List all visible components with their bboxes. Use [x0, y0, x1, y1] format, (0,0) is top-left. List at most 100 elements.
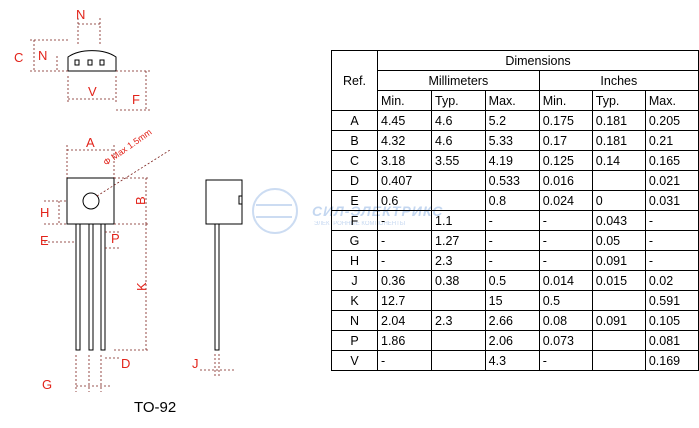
value-cell: 0.08	[538, 310, 593, 331]
value-cell: 0.05	[591, 230, 646, 251]
value-cell: -	[376, 250, 433, 271]
header-in-typ: Typ.	[591, 90, 646, 111]
value-cell: -	[538, 210, 593, 231]
header-in-min: Min.	[538, 90, 593, 111]
value-cell: 0.021	[644, 170, 699, 191]
front-view	[66, 177, 115, 351]
value-cell: 15	[484, 290, 540, 311]
dim-a: A	[86, 135, 95, 150]
table-row: F-1.1--0.043-	[331, 210, 699, 231]
ref-cell: P	[331, 330, 378, 351]
value-cell: 0.14	[591, 150, 646, 171]
value-cell	[591, 170, 646, 191]
ref-cell: G	[331, 230, 378, 251]
value-cell: 0.105	[644, 310, 699, 331]
value-cell: 0.533	[484, 170, 540, 191]
dim-c: C	[14, 50, 23, 65]
value-cell: 0.015	[591, 270, 646, 291]
value-cell: 5.33	[484, 130, 540, 151]
ref-cell: N	[331, 310, 378, 331]
value-cell: 0.181	[591, 110, 646, 131]
ref-cell: V	[331, 350, 378, 371]
value-cell: -	[644, 250, 699, 271]
value-cell: -	[538, 250, 593, 271]
value-cell: 0.125	[538, 150, 593, 171]
value-cell: 0.38	[431, 270, 486, 291]
table-row: G-1.27--0.05-	[331, 230, 699, 251]
dim-n-side: N	[38, 48, 47, 63]
value-cell: 0.02	[644, 270, 699, 291]
header-millimeters: Millimeters	[377, 70, 540, 91]
value-cell: 0.5	[538, 290, 593, 311]
ref-cell: E	[331, 190, 378, 211]
value-cell: 0.016	[538, 170, 593, 191]
front-view-dimensions	[44, 145, 171, 392]
header-mm-min: Min.	[376, 90, 433, 111]
value-cell: -	[644, 210, 699, 231]
value-cell: 4.6	[431, 110, 486, 131]
value-cell: -	[484, 250, 540, 271]
table-row: H-2.3--0.091-	[331, 250, 699, 271]
dimensions-table: Ref. Dimensions Millimeters Inches Min. …	[331, 50, 699, 371]
top-view	[67, 50, 117, 72]
value-cell: 1.1	[431, 210, 486, 231]
value-cell: -	[538, 230, 593, 251]
value-cell: 0.165	[644, 150, 699, 171]
dim-n-top: N	[76, 7, 85, 22]
value-cell	[431, 190, 486, 211]
value-cell: 0.169	[644, 350, 699, 371]
dim-k: K	[134, 282, 149, 291]
value-cell: 0.091	[591, 310, 646, 331]
header-in-max: Max.	[644, 90, 699, 111]
value-cell	[431, 170, 486, 191]
value-cell: 0.024	[538, 190, 593, 211]
value-cell: 0.073	[538, 330, 593, 351]
value-cell: 1.27	[431, 230, 486, 251]
dim-e: E	[40, 233, 49, 248]
value-cell: -	[376, 210, 433, 231]
value-cell: 3.55	[431, 150, 486, 171]
value-cell: -	[538, 350, 593, 371]
value-cell: 0.205	[644, 110, 699, 131]
value-cell	[431, 350, 486, 371]
value-cell: 0.8	[484, 190, 540, 211]
value-cell	[591, 330, 646, 351]
ref-cell: H	[331, 250, 378, 271]
value-cell	[431, 290, 486, 311]
package-label: TO-92	[134, 399, 177, 416]
ref-cell: A	[331, 110, 378, 131]
ref-cell: C	[331, 150, 378, 171]
header-dimensions: Dimensions	[377, 50, 699, 71]
header-mm-max: Max.	[484, 90, 540, 111]
ref-cell: F	[331, 210, 378, 231]
value-cell: 0.181	[591, 130, 646, 151]
value-cell: 4.32	[376, 130, 433, 151]
dim-b: B	[133, 196, 148, 205]
value-cell: 0	[591, 190, 646, 211]
dim-p: P	[111, 231, 120, 246]
value-cell: 0.014	[538, 270, 593, 291]
value-cell: 0.031	[644, 190, 699, 211]
value-cell: -	[484, 230, 540, 251]
value-cell: 2.04	[376, 310, 433, 331]
value-cell: 0.591	[644, 290, 699, 311]
value-cell: 2.3	[431, 250, 486, 271]
ref-cell: J	[331, 270, 378, 291]
top-view-dimensions	[30, 18, 150, 111]
value-cell	[431, 330, 486, 351]
value-cell: 0.081	[644, 330, 699, 351]
value-cell: 4.19	[484, 150, 540, 171]
header-mm-typ: Typ.	[431, 90, 486, 111]
value-cell: 0.21	[644, 130, 699, 151]
header-ref: Ref.	[331, 50, 378, 111]
value-cell: -	[376, 350, 433, 371]
value-cell: -	[644, 230, 699, 251]
